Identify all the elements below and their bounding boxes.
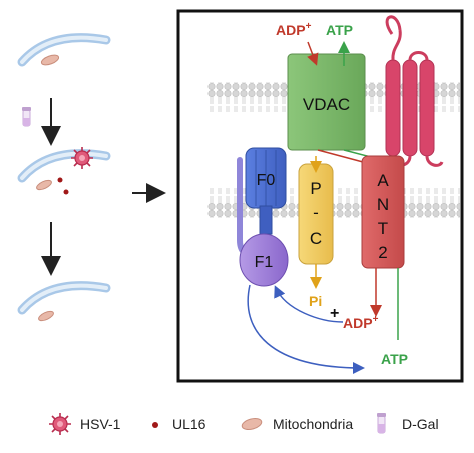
legend-item-hsv1: HSV-1 xyxy=(49,413,121,435)
adp-to-f1-arrow xyxy=(274,285,344,323)
legend: HSV-1 UL16 Mitochondria D-Gal xyxy=(49,413,439,435)
adp-top-label: ADP+ xyxy=(276,21,312,38)
vdac-label: VDAC xyxy=(303,95,350,114)
vial-icon xyxy=(377,413,386,434)
pic-letter-dash: - xyxy=(313,203,319,222)
vdac-channel: VDAC xyxy=(287,53,366,151)
ant2-letter-a: A xyxy=(377,171,389,190)
mitochondrion-arc-middle xyxy=(17,149,111,195)
helix-protein xyxy=(385,15,444,167)
legend-label-mitochondria: Mitochondria xyxy=(273,416,353,432)
f1-to-atp-arrow xyxy=(247,284,365,374)
dot-icon xyxy=(152,422,158,428)
pic-carrier: P - C xyxy=(298,163,334,265)
mitochondria-icon xyxy=(36,179,52,191)
legend-label-dgal: D-Gal xyxy=(402,416,439,432)
legend-label-hsv1: HSV-1 xyxy=(80,416,121,432)
legend-item-dgal: D-Gal xyxy=(377,413,439,434)
virus-icon xyxy=(71,147,93,169)
dot-icon xyxy=(57,177,63,183)
pic-letter-p: P xyxy=(310,179,321,198)
ant2-letter-t: T xyxy=(378,219,388,238)
f1-label: F1 xyxy=(255,254,274,271)
mitochondria-icon xyxy=(40,54,60,66)
atp-top-label: ATP xyxy=(326,22,353,38)
legend-label-ul16: UL16 xyxy=(172,416,206,432)
vial-icon xyxy=(22,107,31,127)
plus-sign: + xyxy=(330,305,339,322)
virus-icon xyxy=(49,413,71,435)
dot-icon xyxy=(63,189,69,195)
ant2-transporter: A N T 2 xyxy=(361,155,405,269)
workflow-panel xyxy=(17,33,111,322)
mitochondrion-arc-top xyxy=(17,33,111,67)
legend-item-ul16: UL16 xyxy=(152,416,206,432)
adp-top-arrow xyxy=(307,41,319,66)
atp-bottom-label: ATP xyxy=(381,351,408,367)
f0-label: F0 xyxy=(257,172,276,189)
f1-subunit: F1 xyxy=(239,233,289,287)
mechanism-box: VDAC ADP+ ATP A N T 2 P - C Pi xyxy=(176,9,464,383)
ant2-letter-n: N xyxy=(377,195,389,214)
f0-subunit: F0 xyxy=(245,147,287,209)
legend-item-mitochondria: Mitochondria xyxy=(241,416,353,432)
adp-bottom-label: ADP+ xyxy=(343,314,379,331)
mitochondrion-arc-bottom xyxy=(17,281,111,322)
mitochondria-icon xyxy=(241,418,263,430)
pi-label: Pi xyxy=(309,293,322,309)
pic-letter-c: C xyxy=(310,229,322,248)
mitochondria-icon xyxy=(38,310,54,322)
atp-synthase-stalk xyxy=(259,205,273,235)
ant2-letter-2: 2 xyxy=(378,243,387,262)
